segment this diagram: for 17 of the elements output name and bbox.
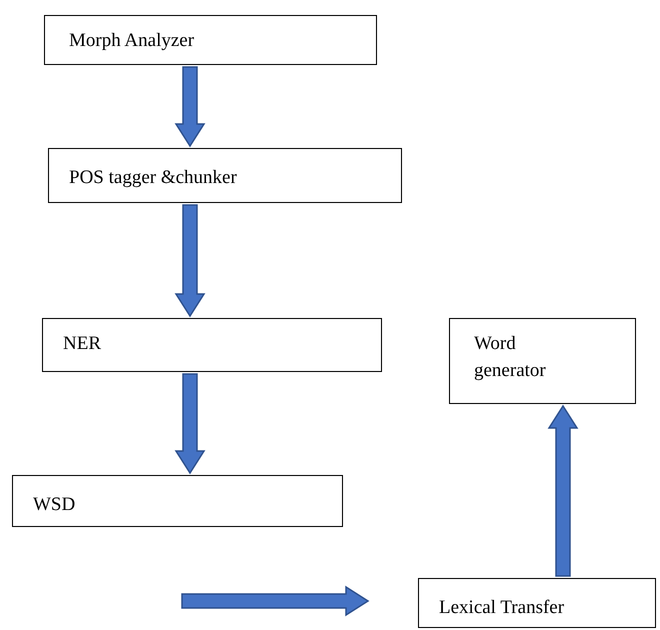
process-box [48,148,402,203]
box-label: POS tagger &chunker [69,166,238,190]
box-label: WSD [33,493,76,517]
box-label: Lexical Transfer [439,596,566,620]
block-arrow [174,373,206,474]
box-label: Word generator [474,332,547,383]
process-box [418,578,656,628]
block-arrow [174,66,206,148]
block-arrow [548,404,578,577]
process-box [44,15,377,65]
process-box [449,318,636,404]
box-label: NER [63,332,102,356]
block-arrow [174,204,206,318]
box-label: Morph Analyzer [69,29,196,53]
process-box [42,318,382,372]
process-box [12,475,343,527]
block-arrow [181,586,370,616]
